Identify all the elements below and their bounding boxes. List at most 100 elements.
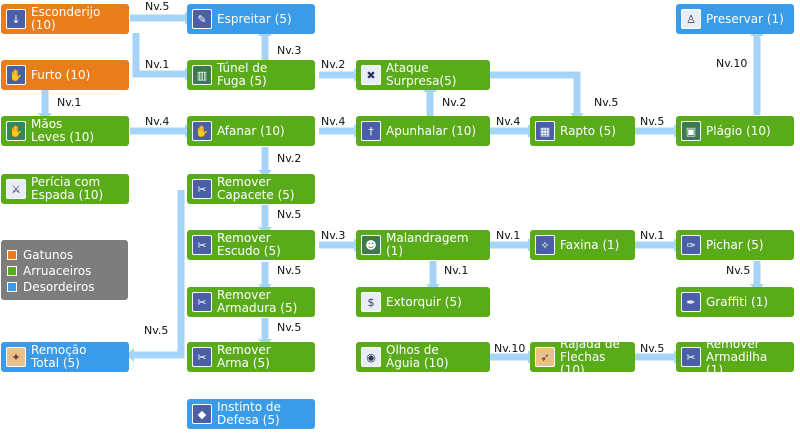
hand-icon: ✋ xyxy=(6,121,26,141)
scam-icon: ☻ xyxy=(361,235,381,255)
skill-label: Ataque Surpresa(5) xyxy=(386,61,457,88)
skill-graffiti[interactable]: ✒ Graffiti (1) xyxy=(676,287,794,317)
hide-icon: ↓ xyxy=(6,9,26,29)
skill-label: Rapto (5) xyxy=(560,123,616,138)
remove-all-icon: ✦ xyxy=(6,347,26,367)
cleaner-icon: ✧ xyxy=(535,235,555,255)
skill-rajada-flechas[interactable]: ➶ Rajada de Flechas (10) xyxy=(530,337,635,376)
skill-label: Remover Armadura (5) xyxy=(217,288,298,315)
skill-label: Pichar (5) xyxy=(706,237,764,252)
legend-item-gatunos: Gatunos xyxy=(7,247,128,263)
extort-icon: $ xyxy=(361,292,381,312)
level-maos-afanar: Nv.4 xyxy=(145,115,170,128)
skill-extorquir[interactable]: $ Extorquir (5) xyxy=(356,287,490,317)
skill-remocao-total[interactable]: ✦ Remoção Total (5) xyxy=(1,342,129,372)
skill-esconderijo[interactable]: ↓ Esconderijo (10) xyxy=(1,4,129,34)
level-afanar-capacete: Nv.2 xyxy=(277,152,302,165)
legend-item-desordeiros: Desordeiros xyxy=(7,279,128,295)
abduct-icon: ▦ xyxy=(535,121,555,141)
surprise-icon: ✖ xyxy=(361,65,381,85)
preserve-icon: ♙ xyxy=(681,9,701,29)
level-rajada-armadilha: Nv.5 xyxy=(640,342,665,355)
legend-swatch xyxy=(7,250,17,260)
level-capacete-escudo: Nv.5 xyxy=(277,208,302,221)
legend-label: Gatunos xyxy=(23,248,74,262)
skill-label: Malandragem (1) xyxy=(386,231,469,258)
legend-label: Arruaceiros xyxy=(23,264,92,278)
skill-label: Faxina (1) xyxy=(560,237,620,252)
skill-remover-escudo[interactable]: ✂ Remover Escudo (5) xyxy=(187,230,315,260)
arrow-shower-icon: ➶ xyxy=(535,347,555,367)
plagiarism-icon: ▣ xyxy=(681,121,701,141)
skill-label: Mãos Leves (10) xyxy=(31,117,95,144)
skill-maos-leves[interactable]: ✋ Mãos Leves (10) xyxy=(1,116,129,146)
legend-swatch xyxy=(7,282,17,292)
skill-label: Perícia com Espada (10) xyxy=(31,175,104,202)
legend-label: Desordeiros xyxy=(23,280,95,294)
level-malandragem-faxina: Nv.1 xyxy=(496,229,521,242)
level-malandragem-extorquir: Nv.1 xyxy=(444,264,469,277)
level-tunel-espreitar: Nv.3 xyxy=(277,44,302,57)
level-apunhalar-ataque: Nv.2 xyxy=(442,96,467,109)
sword-icon: ⚔ xyxy=(6,179,26,199)
skill-pichar[interactable]: ✑ Pichar (5) xyxy=(676,230,794,260)
stalk-icon: ✎ xyxy=(192,9,212,29)
skill-afanar[interactable]: ✋ Afanar (10) xyxy=(187,116,315,146)
level-arma-remocao: Nv.5 xyxy=(144,324,169,337)
skill-label: Furto (10) xyxy=(31,67,91,82)
skill-label: Remover Escudo (5) xyxy=(217,231,281,258)
strip-shield-icon: ✂ xyxy=(192,235,212,255)
skill-remover-armadilha[interactable]: ✂ Remover Armadilha (1) xyxy=(676,337,794,376)
level-esconderijo-espreitar: Nv.5 xyxy=(145,0,170,13)
skill-label: Afanar (10) xyxy=(217,123,285,138)
level-rapto-plagio: Nv.5 xyxy=(640,115,665,128)
strip-weapon-icon: ✂ xyxy=(192,347,212,367)
skill-apunhalar[interactable]: † Apunhalar (10) xyxy=(356,116,490,146)
skill-label: Graffiti (1) xyxy=(706,294,769,309)
skill-label: Remover Arma (5) xyxy=(217,343,271,370)
skill-instinto-defesa[interactable]: ◆ Instinto de Defesa (5) xyxy=(187,399,315,429)
backstab-icon: † xyxy=(361,121,381,141)
skill-pericia-espada[interactable]: ⚔ Perícia com Espada (10) xyxy=(1,174,129,204)
skill-label: Túnel de Fuga (5) xyxy=(217,61,268,88)
skill-remover-armadura[interactable]: ✂ Remover Armadura (5) xyxy=(187,287,315,317)
skill-malandragem[interactable]: ☻ Malandragem (1) xyxy=(356,230,490,260)
skill-label: Extorquir (5) xyxy=(386,294,462,309)
level-armadura-arma: Nv.5 xyxy=(277,321,302,334)
skill-plagio[interactable]: ▣ Plágio (10) xyxy=(676,116,794,146)
graffiti-icon: ✒ xyxy=(681,292,701,312)
skill-label: Remoção Total (5) xyxy=(31,343,87,370)
skill-rapto[interactable]: ▦ Rapto (5) xyxy=(530,116,635,146)
skill-label: Esconderijo (10) xyxy=(31,5,101,32)
level-escudo-armadura: Nv.5 xyxy=(277,264,302,277)
snatch-icon: ✋ xyxy=(192,121,212,141)
level-ataque-rapto: Nv.5 xyxy=(594,96,619,109)
spray-icon: ✑ xyxy=(681,235,701,255)
shield-icon: ◆ xyxy=(192,404,212,424)
skill-olhos-aguia[interactable]: ◉ Olhos de Águia (10) xyxy=(356,342,490,372)
skill-furto[interactable]: ✋ Furto (10) xyxy=(1,60,129,90)
legend: Gatunos Arruaceiros Desordeiros xyxy=(1,240,128,300)
legend-item-arruaceiros: Arruaceiros xyxy=(7,263,128,279)
skill-label: Instinto de Defesa (5) xyxy=(217,400,281,427)
eagle-eye-icon: ◉ xyxy=(361,347,381,367)
level-afanar-apunhalar: Nv.4 xyxy=(321,115,346,128)
level-plagio-preservar: Nv.10 xyxy=(716,57,748,70)
steal-icon: ✋ xyxy=(6,65,26,85)
trap-remove-icon: ✂ xyxy=(681,347,701,367)
skill-preservar[interactable]: ♙ Preservar (1) xyxy=(676,4,794,34)
skill-label: Apunhalar (10) xyxy=(386,123,477,138)
skill-remover-arma[interactable]: ✂ Remover Arma (5) xyxy=(187,342,315,372)
level-pichar-graffiti: Nv.5 xyxy=(726,264,751,277)
skill-faxina[interactable]: ✧ Faxina (1) xyxy=(530,230,635,260)
level-olhos-rajada: Nv.10 xyxy=(494,342,526,355)
skill-remover-capacete[interactable]: ✂ Remover Capacete (5) xyxy=(187,174,315,204)
skill-tunel-fuga[interactable]: ▥ Túnel de Fuga (5) xyxy=(187,60,315,90)
skill-ataque-surpresa[interactable]: ✖ Ataque Surpresa(5) xyxy=(356,60,490,90)
strip-helm-icon: ✂ xyxy=(192,179,212,199)
skill-espreitar[interactable]: ✎ Espreitar (5) xyxy=(187,4,315,34)
skill-label: Remover Capacete (5) xyxy=(217,175,295,202)
strip-armor-icon: ✂ xyxy=(192,292,212,312)
tunnel-icon: ▥ xyxy=(192,65,212,85)
